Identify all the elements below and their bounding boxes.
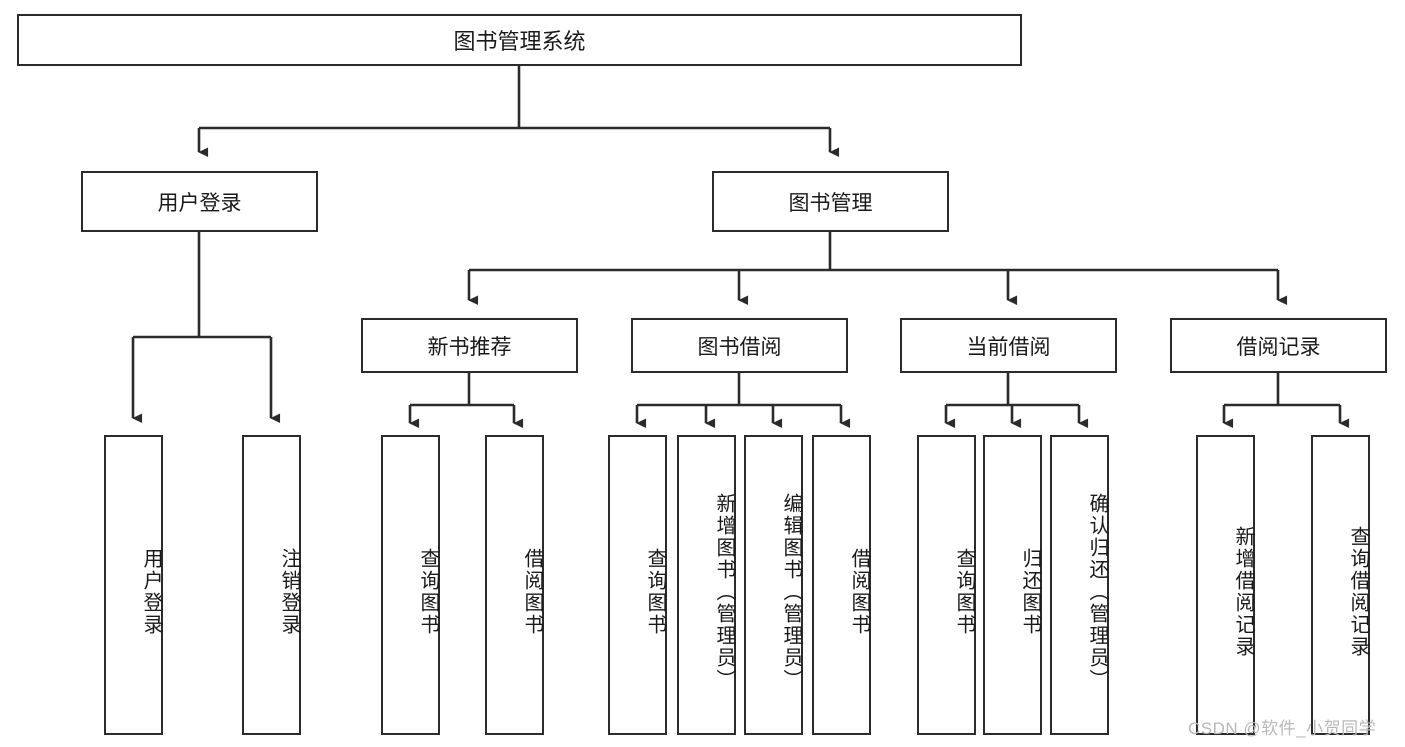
node-root-book-management-system[interactable]: 图书管理系统 bbox=[17, 14, 1022, 66]
node-label: 当前借阅 bbox=[966, 335, 1051, 359]
node-label: 图书借阅 bbox=[697, 335, 782, 359]
node-label: 用户登录 bbox=[140, 548, 162, 636]
node-label: 图书管理系统 bbox=[453, 29, 586, 54]
node-label: 借阅图书 bbox=[521, 548, 543, 636]
node-user-login[interactable]: 用户登录 bbox=[81, 171, 318, 232]
node-label: 编辑图书（管理员） bbox=[780, 493, 802, 691]
node-leaf-user-login-logout[interactable]: 注销登录 bbox=[242, 435, 301, 735]
node-label: 用户登录 bbox=[157, 191, 242, 215]
node-label: 归还图书 bbox=[1019, 548, 1041, 636]
node-label: 确认归还（管理员） bbox=[1086, 493, 1108, 691]
node-leaf-current-borrow-query-books[interactable]: 查询图书 bbox=[917, 435, 976, 735]
node-label: 图书管理 bbox=[788, 191, 873, 215]
node-leaf-book-borrow-borrow-books[interactable]: 借阅图书 bbox=[812, 435, 871, 735]
node-leaf-borrow-record-query-record[interactable]: 查询借阅记录 bbox=[1311, 435, 1370, 735]
node-label: 借阅记录 bbox=[1236, 335, 1321, 359]
node-label: 查询图书 bbox=[953, 548, 975, 636]
node-leaf-new-book-query-books[interactable]: 查询图书 bbox=[381, 435, 440, 735]
node-leaf-book-borrow-query-books[interactable]: 查询图书 bbox=[608, 435, 667, 735]
node-leaf-book-borrow-edit-book-admin[interactable]: 编辑图书（管理员） bbox=[744, 435, 803, 735]
node-leaf-current-borrow-return-books[interactable]: 归还图书 bbox=[983, 435, 1042, 735]
node-label: 查询图书 bbox=[417, 548, 439, 636]
node-leaf-current-borrow-confirm-return-admin[interactable]: 确认归还（管理员） bbox=[1050, 435, 1109, 735]
node-label: 新增图书（管理员） bbox=[713, 493, 735, 691]
node-label: 新书推荐 bbox=[427, 335, 512, 359]
node-leaf-new-book-borrow-books[interactable]: 借阅图书 bbox=[485, 435, 544, 735]
node-label: 借阅图书 bbox=[848, 548, 870, 636]
node-new-book-recommendation[interactable]: 新书推荐 bbox=[361, 318, 578, 373]
node-leaf-borrow-record-add-record[interactable]: 新增借阅记录 bbox=[1196, 435, 1255, 735]
node-leaf-book-borrow-add-book-admin[interactable]: 新增图书（管理员） bbox=[677, 435, 736, 735]
node-label: 新增借阅记录 bbox=[1232, 526, 1254, 658]
node-book-management[interactable]: 图书管理 bbox=[712, 171, 949, 232]
node-borrowing-record[interactable]: 借阅记录 bbox=[1170, 318, 1387, 373]
node-leaf-user-login-login[interactable]: 用户登录 bbox=[104, 435, 163, 735]
node-label: 查询借阅记录 bbox=[1347, 526, 1369, 658]
node-book-borrowing[interactable]: 图书借阅 bbox=[631, 318, 848, 373]
node-label: 注销登录 bbox=[278, 548, 300, 636]
node-current-borrowing[interactable]: 当前借阅 bbox=[900, 318, 1117, 373]
node-label: 查询图书 bbox=[644, 548, 666, 636]
